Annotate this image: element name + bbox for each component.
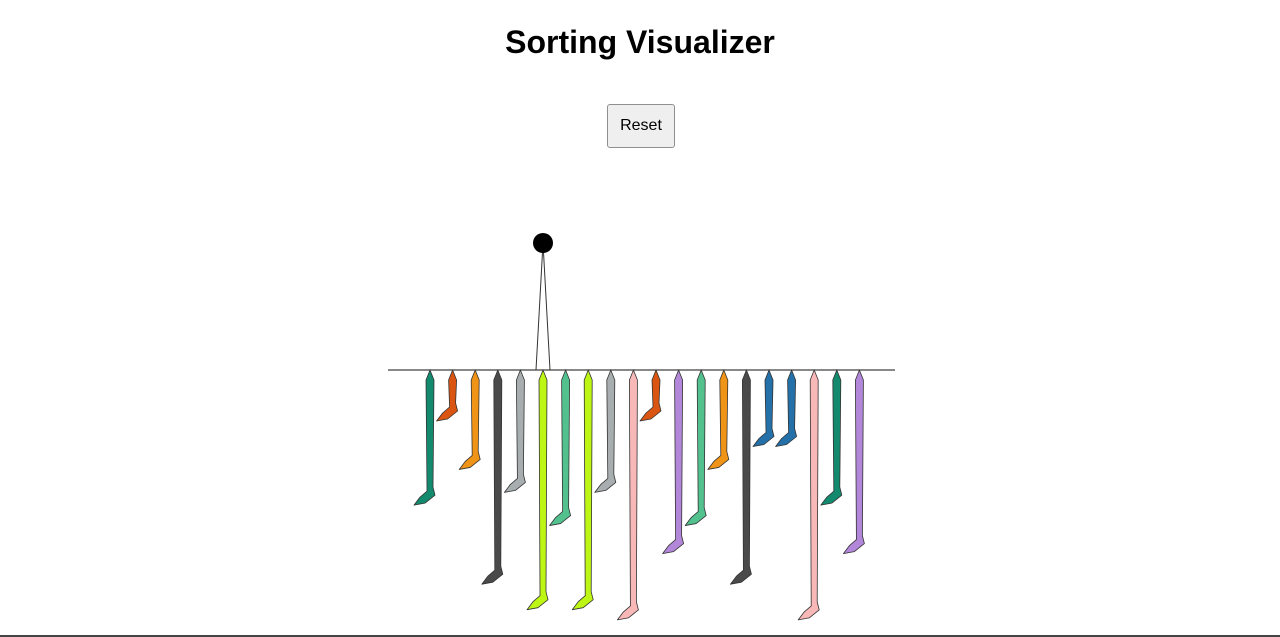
sock-13 [684, 369, 707, 526]
sock-8 [571, 369, 594, 611]
sock-17 [775, 369, 797, 447]
sock-14 [707, 369, 730, 470]
sock-12 [662, 369, 684, 554]
socks-group [413, 369, 865, 621]
picker-arm [533, 233, 553, 371]
picker-knob [533, 233, 553, 253]
sock-16 [752, 369, 775, 447]
picker-legs [535, 242, 551, 371]
sock-2 [436, 369, 458, 422]
bottom-divider [0, 635, 1280, 637]
sock-6 [526, 369, 549, 611]
reset-button[interactable]: Reset [607, 104, 675, 148]
sock-5 [504, 369, 526, 493]
sock-1 [413, 369, 436, 506]
page-title: Sorting Visualizer [505, 24, 775, 60]
sock-11 [639, 369, 662, 422]
sock-15 [730, 369, 752, 585]
sock-20 [843, 369, 865, 554]
sock-19 [820, 369, 843, 506]
sock-7 [549, 369, 571, 526]
sock-10 [617, 369, 639, 621]
sock-4 [481, 369, 504, 585]
sock-3 [458, 369, 481, 470]
sock-9 [594, 369, 617, 493]
sock-18 [797, 369, 820, 621]
